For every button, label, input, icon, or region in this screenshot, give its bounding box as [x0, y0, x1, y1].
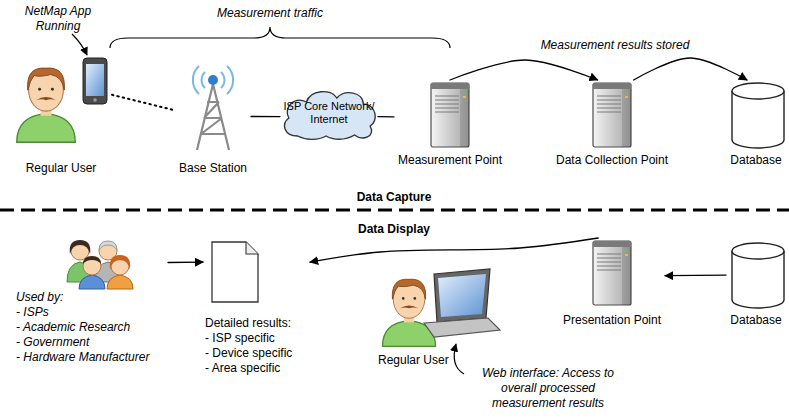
node-label: Database	[730, 313, 781, 328]
dashed-divider	[0, 209, 789, 212]
laptop-icon	[424, 269, 500, 337]
node-label: - Hardware Manufacturer	[16, 350, 149, 365]
person-body	[79, 275, 105, 289]
node-label: - Device specific	[205, 346, 292, 361]
database-cylinder	[732, 83, 784, 148]
radio-waves	[193, 66, 233, 94]
leader-arrow	[72, 34, 87, 55]
node-label: - Government	[16, 335, 89, 350]
node-label: Regular User	[378, 353, 449, 368]
connector	[450, 60, 598, 80]
user-node: Regular User	[10, 50, 112, 178]
tower-lattice	[197, 84, 229, 150]
section-title: Data Display	[329, 222, 459, 237]
person-body	[107, 275, 133, 289]
connector	[168, 261, 203, 263]
antenna	[208, 75, 218, 85]
document-page	[212, 242, 258, 302]
document-icon	[212, 242, 258, 302]
wireless-link	[112, 95, 175, 111]
node-label: Data Collection Point	[556, 153, 668, 168]
connector	[634, 58, 747, 80]
node-label: Measurement Point	[398, 153, 502, 168]
server-icon	[593, 241, 631, 305]
laptop-screen	[438, 274, 486, 317]
person-hair	[70, 240, 91, 254]
people-node: Used by:- ISPs- Academic Research- Gover…	[14, 238, 168, 367]
phone-body	[83, 58, 107, 104]
section-title: Data Capture	[329, 190, 459, 205]
document-fold	[246, 242, 258, 254]
database-node: Database	[726, 80, 786, 170]
server-node: Data Collection Point	[552, 80, 672, 170]
connector	[665, 274, 726, 276]
node-label: Detailed results:	[205, 316, 291, 331]
connector	[378, 116, 394, 118]
server-node: Measurement Point	[394, 80, 506, 170]
cloud-node: ISP Core Network/ Internet	[280, 88, 378, 140]
person-hair	[83, 256, 101, 264]
cloud-label: ISP Core Network/ Internet	[282, 100, 376, 126]
user-icon	[382, 279, 435, 346]
phone-button	[93, 98, 97, 102]
node-label: Base Station	[179, 161, 247, 176]
node-label: - ISPs	[16, 305, 49, 320]
phone-screen	[86, 64, 104, 96]
people-group-icon	[67, 240, 133, 289]
annotation: Measurement results stored	[520, 38, 710, 53]
node-label: - Academic Research	[16, 320, 130, 335]
node-label: - ISP specific	[205, 331, 275, 346]
annotation: Web interface: Access to overall process…	[466, 366, 631, 411]
server-node: Presentation Point	[559, 238, 665, 330]
person-hair	[99, 241, 117, 250]
person-head	[83, 257, 101, 275]
leader-arrow	[454, 344, 464, 374]
base-station-icon	[193, 66, 233, 150]
connector	[251, 116, 280, 117]
annotation: Measurement traffic	[185, 6, 355, 21]
connector	[310, 238, 598, 262]
laptop-screen-frame	[434, 269, 490, 322]
database-node: Database	[726, 240, 786, 330]
document-node: Detailed results:- ISP specific- Device …	[203, 240, 310, 378]
curly-brace	[110, 27, 450, 48]
server-icon	[593, 83, 631, 147]
node-label: - Area specific	[205, 361, 280, 376]
database-cylinder	[732, 243, 784, 308]
base-station-node: Base Station	[175, 55, 251, 178]
person-hair	[110, 255, 131, 270]
annotation: NetMap App Running	[16, 4, 100, 34]
laptop-base	[424, 318, 500, 337]
node-label: Regular User	[26, 161, 97, 176]
user-node: Regular User	[372, 265, 470, 370]
node-label: Database	[730, 153, 781, 168]
server-icon	[431, 83, 469, 147]
node-label: Presentation Point	[563, 313, 661, 328]
user-icon	[17, 68, 76, 142]
node-label: Used by:	[16, 290, 63, 305]
